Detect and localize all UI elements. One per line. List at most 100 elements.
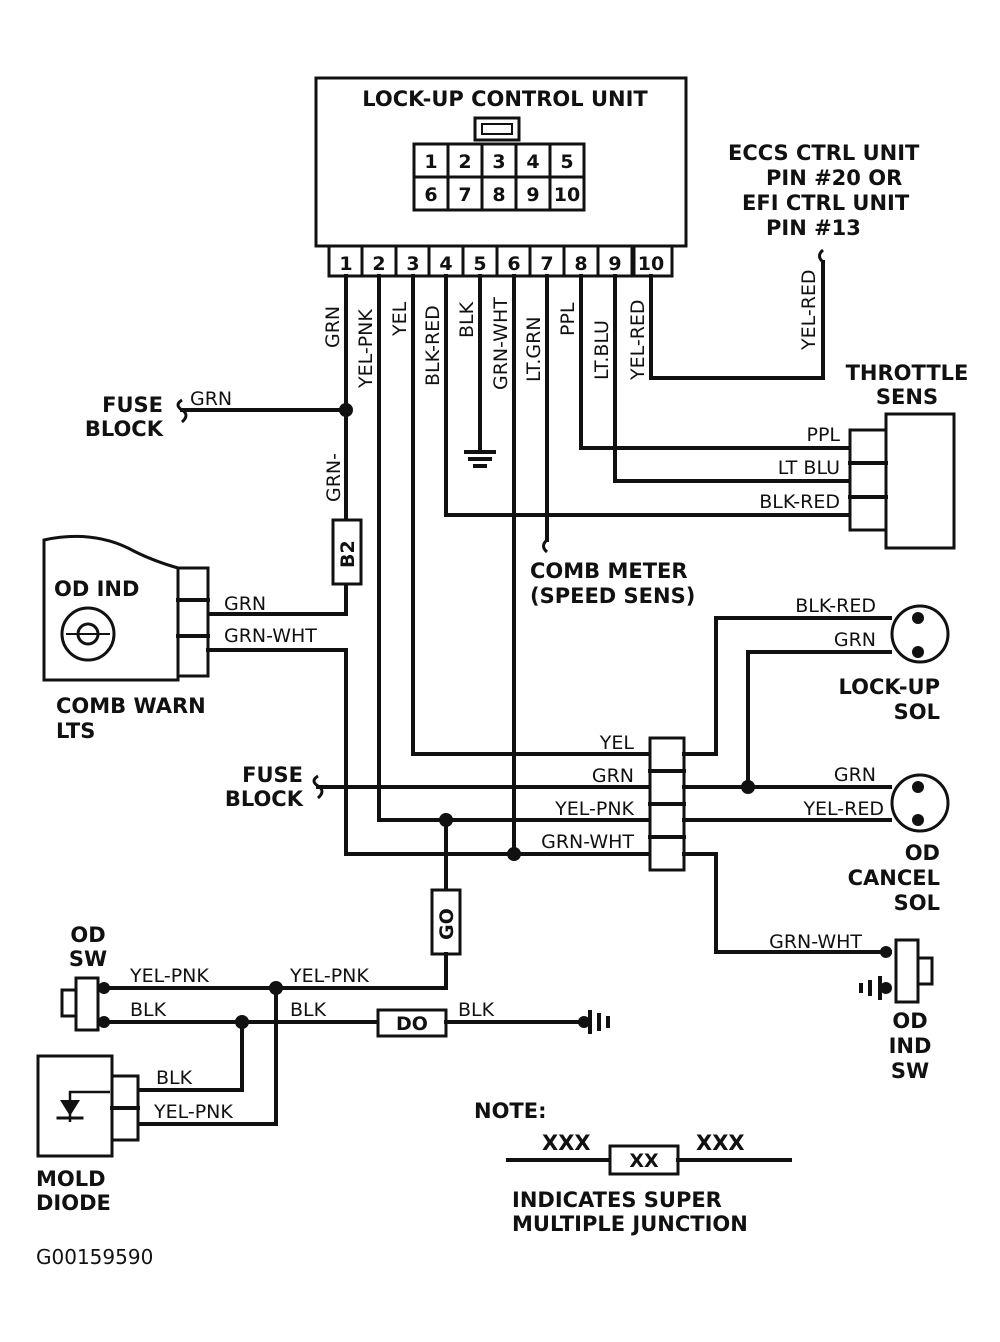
ground-symbol-pin5: [464, 446, 496, 468]
connector-cell: [480, 175, 518, 212]
connector-cell-number: 1: [424, 151, 437, 173]
connector-cell-number: 9: [526, 184, 539, 206]
lockup-solenoid: [890, 604, 950, 664]
mold-diode-wire-top: BLK: [156, 1067, 193, 1089]
pin-wire-label: PPL: [557, 302, 579, 336]
comb-warn-lts: OD IND COMB WARN LTS: [42, 534, 210, 743]
grn-dash-label: GRN-: [323, 453, 345, 502]
throttle-sensor-connector: [848, 428, 888, 532]
od-sw-wire-top: YEL-PNK: [129, 965, 209, 987]
od-sw-wire-top2: YEL-PNK: [289, 965, 369, 987]
od-switch: [60, 976, 110, 1032]
note-title: NOTE:: [474, 1099, 547, 1123]
od-ind-sw-label-line1: OD: [892, 1009, 927, 1033]
pin-number: 6: [507, 253, 520, 275]
pin-wire-label: BLK: [456, 301, 478, 338]
junction-b2: [331, 518, 363, 586]
fuse-block-2-label-line1: FUSE: [242, 763, 303, 787]
throttle-label-line1: THROTTLE: [846, 361, 969, 385]
od-ind-switch: [859, 938, 934, 1004]
connector-cell-number: 3: [492, 151, 505, 173]
junction-do-label: DO: [396, 1013, 428, 1035]
throttle-wire-ltblu: LT BLU: [778, 457, 840, 479]
connector-cell-number: 7: [458, 184, 471, 206]
fuse-block-1-break-symbol: [176, 398, 188, 424]
pin-number: 1: [339, 253, 352, 275]
pin-cell: [528, 244, 566, 278]
note-right-label: XXX: [696, 1131, 745, 1155]
pin-number: 8: [574, 253, 587, 275]
eccs-wire-label: YEL-RED: [798, 269, 820, 351]
connector-wire-yel: YEL: [599, 732, 635, 754]
throttle-wire-blkred: BLK-RED: [759, 491, 840, 513]
mold-diode-label-line2: DIODE: [36, 1191, 111, 1215]
od-sw-wire-bottom2: BLK: [290, 999, 327, 1021]
od-cancel-wire-bottom: YEL-RED: [802, 798, 884, 820]
mold-diode-label-line1: MOLD: [36, 1167, 106, 1191]
throttle-wire-ppl: PPL: [806, 424, 840, 446]
od-ind-sw-label-line2: IND: [889, 1034, 932, 1058]
mold-diode-wire-bottom: YEL-PNK: [153, 1101, 233, 1123]
pin-number: 4: [439, 253, 452, 275]
od-ind-label: OD IND: [54, 577, 139, 601]
connector-cell-number: 8: [492, 184, 505, 206]
od-cancel-label-line2: CANCEL: [848, 866, 940, 890]
fuse-block-1-label-line1: FUSE: [102, 393, 163, 417]
od-ind-wire-bottom: GRN-WHT: [224, 625, 317, 647]
pin-number: 7: [540, 253, 553, 275]
pin-wire-label: LT.BLU: [591, 320, 613, 380]
pin-cell: [461, 244, 499, 278]
od-cancel-label-line3: SOL: [894, 891, 940, 915]
control-unit-title: LOCK-UP CONTROL UNIT: [362, 87, 648, 111]
pin-wire-label: GRN-WHT: [490, 297, 512, 390]
connector-cell: [548, 175, 586, 212]
connector-cell-number: 2: [458, 151, 471, 173]
pin-wire-label: YEL-RED: [627, 299, 649, 381]
od-cancel-label-line1: OD: [905, 841, 940, 865]
eccs-label-line4: PIN #13: [766, 216, 861, 240]
connector-cell: [412, 175, 450, 212]
note-line1: INDICATES SUPER: [512, 1188, 722, 1212]
splice-dot: [741, 780, 755, 794]
pin-wire-label: LT.GRN: [523, 317, 545, 383]
splice-dot: [507, 847, 521, 861]
od-sw-wire-bottom3: BLK: [458, 999, 495, 1021]
od-ind-wire-top: GRN: [224, 593, 266, 615]
pin-wire-label: BLK-RED: [422, 305, 444, 386]
connector-wire-grn: GRN: [592, 765, 634, 787]
pin-wire-label: GRN: [322, 306, 344, 348]
od-sw-label-line2: SW: [69, 947, 107, 971]
note-line2: MULTIPLE JUNCTION: [512, 1212, 748, 1236]
connector-wire-grnwht: GRN-WHT: [541, 831, 634, 853]
fuse-block-1-wire-label: GRN: [190, 388, 232, 410]
lockup-label-line1: LOCK-UP: [838, 675, 940, 699]
connector-cell-number: 6: [424, 184, 437, 206]
splice-dot: [339, 403, 353, 417]
connector-cell-number: 5: [560, 151, 573, 173]
od-ind-sw-label-line3: SW: [891, 1059, 929, 1083]
lockup-label-line2: SOL: [894, 700, 940, 724]
pin-wire-label: YEL: [389, 301, 411, 337]
pin-wires: [180, 260, 852, 858]
od-ind-sw-wire: GRN-WHT: [769, 931, 862, 953]
lockup-wire-top: BLK-RED: [795, 595, 876, 617]
eccs-label-line3: EFI CTRL UNIT: [742, 191, 910, 215]
comb-warn-label-line2: LTS: [56, 719, 95, 743]
connector-cell: [446, 175, 484, 212]
eccs-label-line1: ECCS CTRL UNIT: [728, 141, 920, 165]
pin-number: 3: [406, 253, 419, 275]
comb-meter-label-line1: COMB METER: [530, 559, 688, 583]
note-left-label: XXX: [542, 1131, 591, 1155]
od-sw-label-line1: OD: [70, 923, 105, 947]
ground-symbol-do: [578, 1010, 610, 1034]
comb-meter-break-symbol: [542, 538, 549, 554]
od-sw-wire-bottom: BLK: [130, 999, 167, 1021]
throttle-label-line2: SENS: [876, 385, 938, 409]
fuse-block-1-label-line2: BLOCK: [85, 417, 164, 441]
